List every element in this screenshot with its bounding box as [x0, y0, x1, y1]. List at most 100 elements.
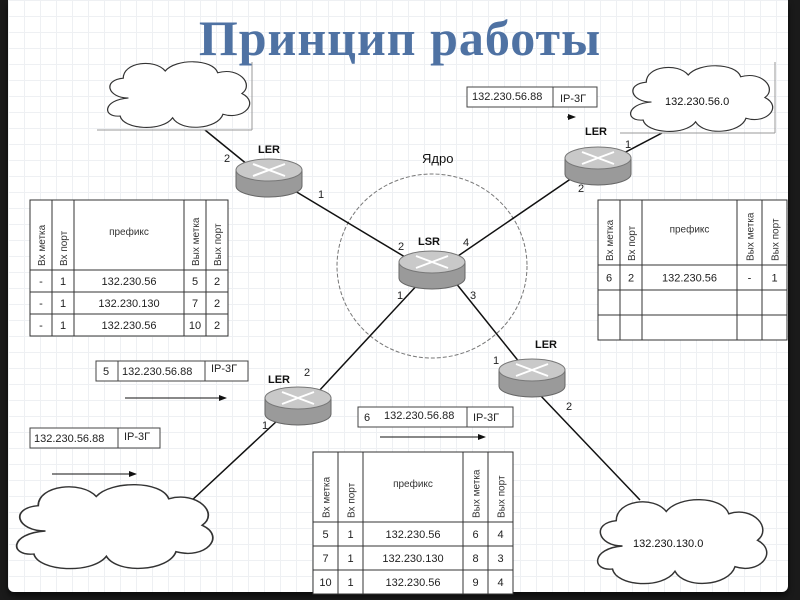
- cloud-top-right: 132.230.56.0: [620, 62, 776, 134]
- core-label: Ядро: [422, 151, 453, 166]
- packet-source: 132.230.56.88 IP-3Г: [29, 427, 161, 477]
- cell-out-label: 10: [189, 320, 201, 332]
- header-prefix: префикс: [670, 224, 710, 236]
- header-in-port: Вх порт: [627, 225, 638, 261]
- cell-prefix: 132.230.56: [101, 320, 156, 332]
- router-label: LER: [535, 339, 557, 351]
- cell-prefix: 132.230.56: [385, 577, 440, 589]
- port-number: 1: [493, 355, 499, 367]
- port-number: 1: [318, 189, 324, 201]
- header-in-label: Вх метка: [322, 476, 333, 518]
- port-number: 2: [304, 367, 310, 379]
- router-label: LSR: [418, 236, 440, 248]
- cloud-top-left: [97, 61, 253, 131]
- link-lsr-ler-bl: [317, 281, 421, 393]
- port-number: 4: [463, 237, 469, 249]
- header-out-label: Вых метка: [746, 212, 757, 261]
- cloud-bottom-right-label: 132.230.130.0: [633, 538, 703, 550]
- table-row: 7 1 132.230.130 8 3: [322, 553, 503, 565]
- cell-out-port: 4: [497, 529, 503, 541]
- cell-out-label: 5: [192, 276, 198, 288]
- header-out-port: Вых порт: [771, 218, 782, 261]
- link-ler-tl-lsr: [289, 187, 406, 258]
- port-number: 2: [224, 153, 230, 165]
- header-prefix: префикс: [109, 226, 149, 238]
- cell-out-label: 8: [472, 553, 478, 565]
- port-number: 2: [578, 183, 584, 195]
- port-number: 2: [398, 241, 404, 253]
- packet-after-ingress-proto: IP-3Г: [211, 363, 237, 375]
- port-number: 1: [625, 139, 631, 151]
- cell-prefix: 132.230.130: [382, 553, 443, 565]
- cell-out-label: 7: [192, 298, 198, 310]
- packet-after-lsr-label: 6: [364, 412, 370, 424]
- lfib-table-right-ler: Вх метка Вх порт префикс Вых метка Вых порт 6…: [597, 199, 788, 341]
- cell-out-port: 2: [214, 320, 220, 332]
- cell-in-label: -: [39, 298, 43, 310]
- cell-in-port: 1: [60, 298, 66, 310]
- header-in-label: Вх метка: [37, 224, 48, 266]
- packet-source-address: 132.230.56.88: [34, 433, 104, 445]
- cell-prefix: 132.230.56: [662, 273, 717, 285]
- port-number: 3: [470, 290, 476, 302]
- cell-out-label: 6: [472, 529, 478, 541]
- slide-title: Принцип работы: [198, 10, 602, 66]
- link-ler-br-cloud-br: [539, 394, 641, 501]
- cell-in-label: -: [39, 320, 43, 332]
- link-ler-bl-cloud-bl: [189, 419, 279, 503]
- cell-in-port: 1: [347, 577, 353, 589]
- router-arrows-icon: [281, 391, 315, 405]
- cloud-bottom-right: 132.230.130.0: [596, 498, 768, 585]
- cell-in-label: 6: [606, 273, 612, 285]
- router-arrows-icon: [581, 151, 615, 165]
- router-label: LER: [268, 374, 290, 386]
- router-arrows-icon: [252, 163, 286, 177]
- header-out-label: Вых метка: [191, 217, 202, 266]
- table-row: - 1 132.230.130 7 2: [39, 298, 220, 310]
- packet-after-lsr: 6 132.230.56.88 IP-3Г: [357, 406, 514, 440]
- cell-in-label: 10: [319, 577, 331, 589]
- port-number: 1: [397, 290, 403, 302]
- link-ler-tr-cloud-tr: [619, 132, 663, 156]
- header-in-port: Вх порт: [59, 230, 70, 266]
- cell-out-port: 4: [497, 577, 503, 589]
- header-out-port: Вых порт: [497, 475, 508, 518]
- header-out-port: Вых порт: [213, 223, 224, 266]
- packet-after-ingress: 5 132.230.56.88 IP-3Г: [95, 360, 249, 401]
- packet-after-lsr-address: 132.230.56.88: [384, 410, 454, 422]
- router-arrows-icon: [415, 255, 449, 269]
- packet-after-lsr-proto: IP-3Г: [473, 412, 499, 424]
- header-in-port: Вх порт: [347, 482, 358, 518]
- core-area: [336, 173, 528, 359]
- packet-at-egress-proto: IP-3Г: [560, 93, 586, 105]
- router-ler-bottom-left: LER 2 1: [262, 367, 332, 432]
- cloud-bottom-left: [15, 483, 214, 570]
- port-number: 2: [566, 401, 572, 413]
- cell-out-port: 2: [214, 276, 220, 288]
- link-lsr-ler-br: [454, 281, 521, 364]
- packet-at-egress-address: 132.230.56.88: [472, 91, 542, 103]
- cell-in-port: 1: [347, 553, 353, 565]
- header-prefix: префикс: [393, 478, 433, 490]
- router-arrows-icon: [515, 363, 549, 377]
- router-lsr-center: LSR 2 4 1 3: [397, 236, 476, 302]
- cell-in-label: 7: [322, 553, 328, 565]
- header-in-label: Вх метка: [605, 219, 616, 261]
- cell-in-port: 2: [628, 273, 634, 285]
- link-cloud-tl-ler-tl: [204, 129, 249, 166]
- cell-in-label: -: [39, 276, 43, 288]
- cell-out-port: 3: [497, 553, 503, 565]
- cell-out-port: 2: [214, 298, 220, 310]
- header-out-label: Вых метка: [472, 469, 483, 518]
- cell-prefix: 132.230.130: [98, 298, 159, 310]
- port-number: 1: [262, 420, 268, 432]
- lfib-table-left-ler: Вх метка Вх порт префикс Вых метка Вых порт -…: [29, 199, 229, 337]
- packet-source-proto: IP-3Г: [124, 431, 150, 443]
